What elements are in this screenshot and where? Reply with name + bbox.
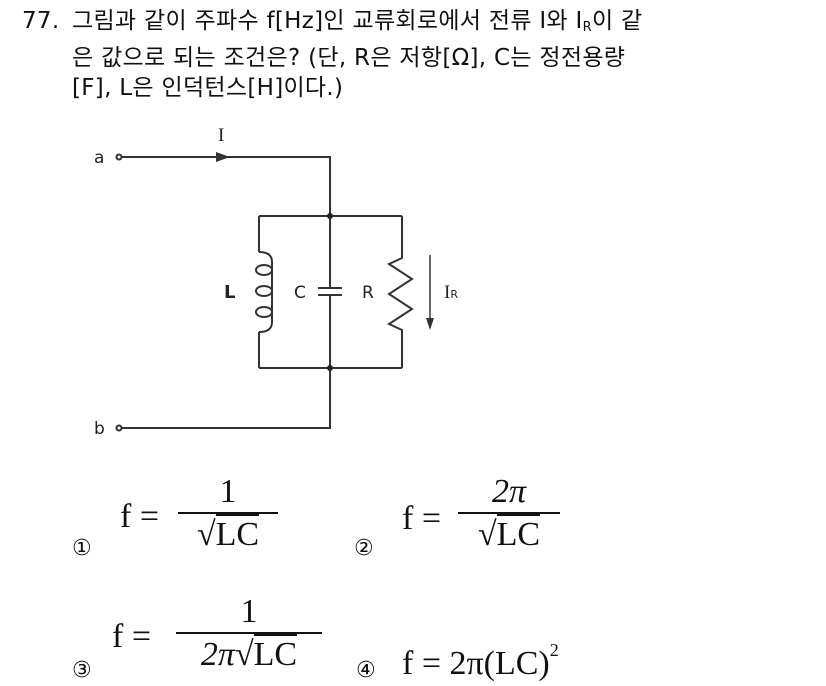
resistor-label: R bbox=[362, 283, 374, 303]
inductor-icon bbox=[258, 251, 273, 333]
choice-4-formula: f = 2π(LC)2 bbox=[402, 640, 559, 682]
choice-2-lhs: f = bbox=[402, 500, 441, 537]
sqrt-icon: √ bbox=[477, 516, 497, 553]
terminal-a-node bbox=[115, 153, 123, 161]
wire-b bbox=[122, 368, 331, 429]
resistor-current-label: IR bbox=[444, 282, 458, 303]
choice-3-marker: ③ bbox=[72, 658, 92, 683]
parallel-rlc-circuit-diagram: a b I L C R IR bbox=[94, 125, 458, 439]
current-arrow-icon bbox=[216, 152, 230, 162]
capacitor-label: C bbox=[294, 283, 306, 303]
choice-3-fraction: 1 2π √LC bbox=[176, 592, 322, 676]
junction-bottom bbox=[327, 365, 333, 371]
resistor-icon bbox=[386, 216, 414, 368]
terminal-a-label: a bbox=[94, 148, 104, 168]
choice-1-marker: ① bbox=[72, 536, 92, 561]
junction-top bbox=[327, 213, 333, 219]
sqrt-icon: √ bbox=[234, 636, 254, 673]
terminal-b-label: b bbox=[94, 419, 105, 439]
sqrt-icon: √ bbox=[196, 516, 216, 553]
question-text: 77.그림과 같이 주파수 f[Hz]인 교류회로에서 전류 I와 IR이 같 … bbox=[22, 6, 822, 103]
current-label: I bbox=[218, 125, 224, 146]
inductor-label: L bbox=[224, 282, 235, 303]
terminal-b-node bbox=[115, 424, 123, 432]
question-line-1: 77.그림과 같이 주파수 f[Hz]인 교류회로에서 전류 I와 IR이 같 bbox=[22, 8, 643, 35]
question-number: 77. bbox=[22, 8, 60, 34]
question-line-2: 은 값으로 되는 조건은? (단, R은 저항[Ω], C는 정전용량 bbox=[72, 45, 626, 71]
wire-a bbox=[122, 156, 331, 216]
choice-1-lhs: f = bbox=[120, 498, 159, 535]
choice-4-marker: ④ bbox=[356, 658, 376, 683]
question-line-3: [F], L은 인덕턴스[H]이다.) bbox=[72, 75, 344, 101]
choice-3-lhs: f = bbox=[112, 618, 151, 655]
choice-2-marker: ② bbox=[354, 536, 374, 561]
choice-2-fraction: 2π √LC bbox=[458, 472, 560, 556]
choice-1-fraction: 1 √LC bbox=[178, 472, 278, 556]
